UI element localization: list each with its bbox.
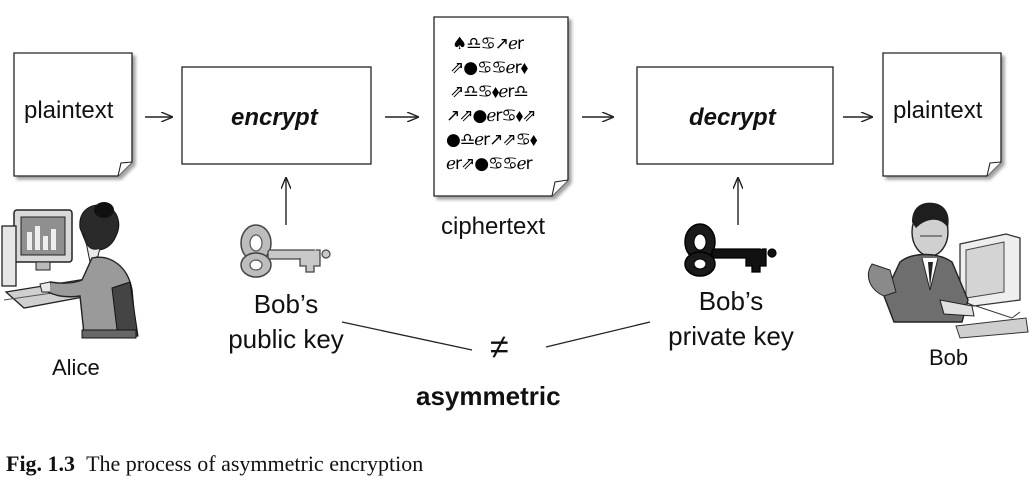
cipher-glyph-line: ↗⇗●ℯr♋⬧⇗ [446,106,537,126]
private-key-label: Bob’s private key [654,284,808,354]
figure-caption-text: The process of asymmetric encryption [86,451,424,476]
public-key-icon [240,224,331,278]
public-key-owner: Bob’s [253,289,319,319]
public-key-label: Bob’s public key [212,287,360,357]
alice-illustration [1,202,139,339]
right-plaintext-document [882,52,1002,177]
cipher-glyph-line: ℯr⇗●♋♋ℯr [446,154,533,174]
bob-illustration [868,202,1029,339]
right-plaintext-label: plaintext [893,97,983,124]
connector-neq-to-private [545,321,651,348]
encrypt-label: encrypt [231,104,318,131]
figure-number: Fig. 1.3 [6,451,76,476]
alice-label: Alice [52,355,100,380]
connector-public-to-neq [341,321,473,351]
left-plaintext-document [13,52,133,177]
private-key-owner: Bob’s [698,286,764,316]
ciphertext-document [433,16,569,197]
cipher-glyph-line: ●♎ℯr↗⇗♋⬧ [446,130,538,150]
figure-caption: Fig. 1.3 The process of asymmetric encry… [6,451,423,477]
public-key-name: public key [228,324,344,354]
encrypt-box [181,66,372,165]
cipher-glyph-line: ♠♎♋↗ℯr [452,34,524,54]
bob-label: Bob [929,345,969,370]
private-key-name: private key [668,321,794,351]
not-equal-symbol: ≠ [490,328,509,366]
left-plaintext-label: plaintext [24,97,114,124]
decrypt-label: decrypt [689,104,776,131]
ciphertext-label: ciphertext [441,213,546,240]
asymmetric-label: asymmetric [416,381,561,411]
private-key-icon [684,223,777,277]
cipher-glyph-line: ⇗●♋♋ℯr⬧ [450,58,528,78]
decrypt-box [636,66,834,165]
cipher-glyph-line: ⇗♎♋⬧ℯr♎ [450,82,529,102]
